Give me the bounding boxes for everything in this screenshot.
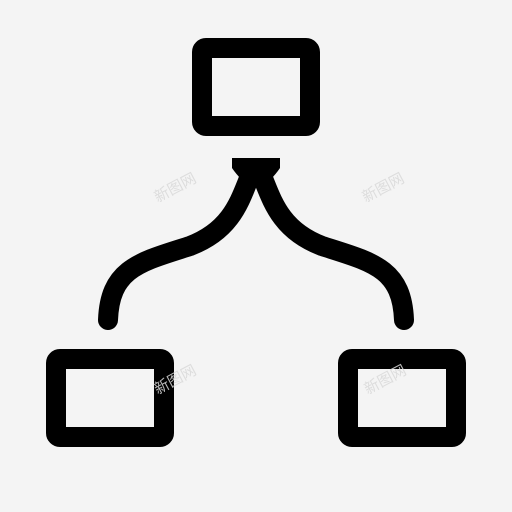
bottom-right-node-box <box>338 349 466 447</box>
bottom-left-node-box <box>46 349 174 447</box>
connector-left-branch <box>98 166 260 330</box>
connector-right-branch <box>252 166 414 330</box>
watermark-text: 新图网 <box>151 169 199 206</box>
top-node-box <box>192 38 320 136</box>
watermark-text: 新图网 <box>359 169 407 206</box>
